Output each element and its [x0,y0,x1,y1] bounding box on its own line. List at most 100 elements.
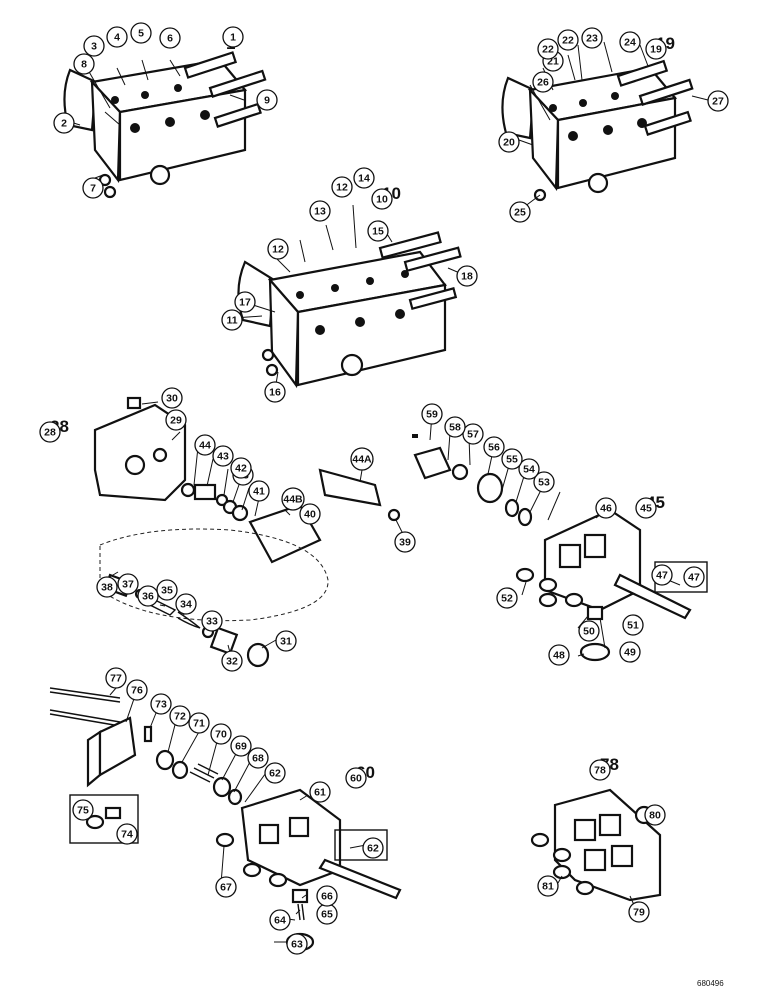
part-callout: 56 [483,436,505,458]
callout-label: 39 [399,537,411,549]
callout-circle [456,265,478,287]
callout-label: 24 [624,37,636,49]
callout-circle [221,650,243,672]
part-callout: 66 [316,885,338,907]
callout-label: 32 [226,656,238,668]
callout-label: 30 [166,393,178,405]
callout-label: 29 [170,415,182,427]
callout-circle [267,238,289,260]
callout-label: 60 [350,773,362,785]
callout-label: 12 [336,182,348,194]
part-callout: 60 [345,767,367,789]
part-callout: 25 [509,201,531,223]
part-callout: 77 [105,667,127,689]
callout-label: 65 [321,909,333,921]
part-callout: 14 [353,167,375,189]
callout-circle [175,593,197,615]
callout-label: 9 [264,95,270,107]
callout-label: 21 [547,56,559,68]
part-callout: 12 [267,238,289,260]
callout-circle [501,448,523,470]
callout-circle [96,576,118,598]
part-callout: 4 [106,26,128,48]
callout-circle [230,735,252,757]
callout-circle [496,587,518,609]
callout-label: 4 [114,32,120,44]
part-callout: 37 [117,573,139,595]
callout-circle [82,177,104,199]
callout-label: 19 [650,44,662,56]
callout-label: 2 [61,118,67,130]
callout-label: 11 [226,315,237,327]
callout-label: 25 [514,207,526,219]
part-callout: 57 [462,423,484,445]
part-callout: 44A [350,447,374,471]
part-callout: 17 [234,291,256,313]
callout-circle [651,564,673,586]
part-callout: 43 [212,445,234,467]
part-callout: 35 [156,579,178,601]
callout-circle [619,31,641,53]
callout-label: 41 [253,486,265,498]
part-callout: 18 [456,265,478,287]
callout-label: 1 [230,32,236,44]
callout-label: 76 [131,685,143,697]
drawing-reference: 680496 [697,979,724,988]
part-callout: 19 [645,38,667,60]
part-callout: 38 [96,576,118,598]
callout-circle [635,497,657,519]
part-callout: 81 [537,875,559,897]
part-callout: 64 [269,909,291,931]
callout-label: 23 [586,33,598,45]
callout-circle [234,291,256,313]
part-callout: 75 [72,799,94,821]
callout-circle [509,201,531,223]
part-callout: 45 [635,497,657,519]
callout-circle [281,487,305,511]
callout-label: 17 [239,297,251,309]
callout-label: 45 [640,503,652,515]
callout-label: 73 [155,699,167,711]
part-callout: 29 [165,409,187,431]
callout-label: 6 [167,33,173,45]
part-callout: 2 [53,112,75,134]
part-callout: 55 [501,448,523,470]
part-callout: 47 [683,566,705,588]
callout-circle [264,381,286,403]
callout-label: 34 [180,599,192,611]
callout-label: 22 [562,35,574,47]
part-callout: 24 [619,31,641,53]
callout-circle [645,38,667,60]
callout-label: 35 [161,585,173,597]
part-callout: 76 [126,679,148,701]
callout-circle [581,27,603,49]
callout-circle [350,447,374,471]
callout-circle [644,804,666,826]
callout-label: 64 [274,915,286,927]
callout-circle [299,503,321,525]
part-callout: 28 [39,421,61,443]
valve-assembly-1 [63,51,267,199]
section-28-parts [93,396,401,668]
callout-label: 44 [199,440,211,452]
callout-circle [210,723,232,745]
callout-circle [130,22,152,44]
callout-label: 62 [269,768,281,780]
callout-label: 36 [142,591,154,603]
part-callout: 74 [116,823,138,845]
callout-circle [53,112,75,134]
part-callout: 41 [248,480,270,502]
callout-circle [221,309,243,331]
callout-label: 59 [426,409,438,421]
callout-circle [309,781,331,803]
part-callout: 62 [362,837,384,859]
callout-circle [286,933,308,955]
part-callout: 9 [256,89,278,111]
part-callout: 33 [201,610,223,632]
callout-label: 63 [291,939,303,951]
part-callout: 42 [230,457,252,479]
callout-label: 47 [688,572,700,584]
callout-label: 15 [372,226,384,238]
callout-circle [188,712,210,734]
callout-circle [394,531,416,553]
